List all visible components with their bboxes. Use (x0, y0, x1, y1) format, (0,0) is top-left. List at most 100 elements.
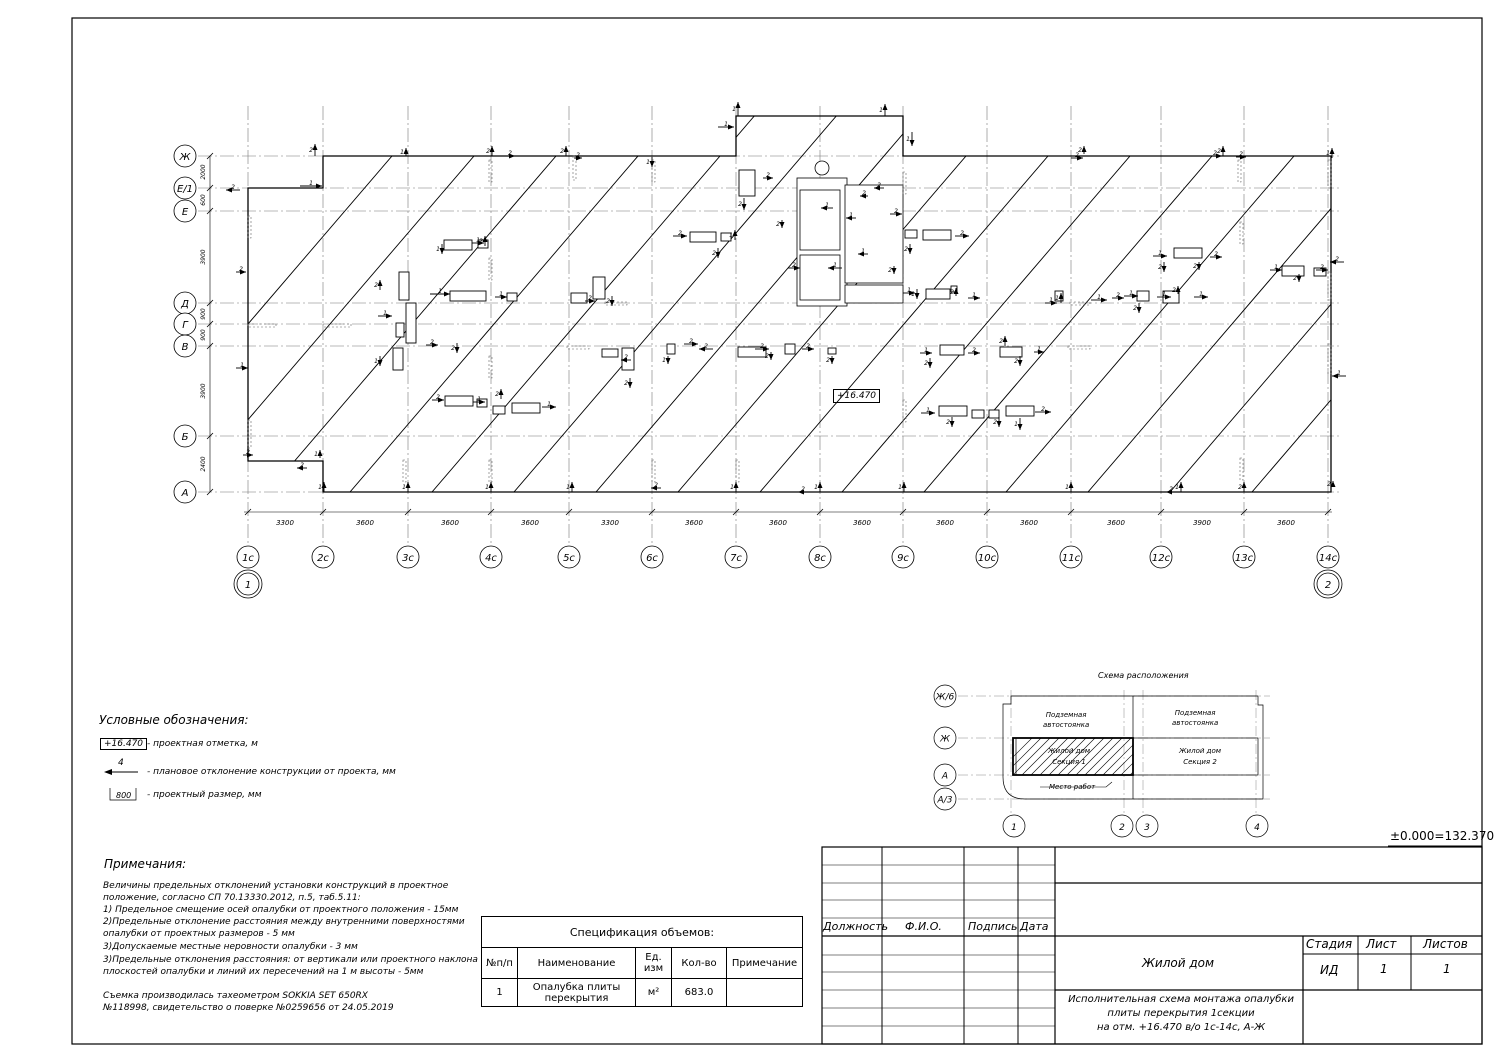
legend-elevation-text: - проектная отметка, м (147, 739, 258, 749)
deviation-value: 1 (825, 202, 829, 209)
sheets-label: Листов (1423, 937, 1468, 951)
wall-element (720, 232, 732, 242)
deviation-arrow-head (1241, 482, 1247, 488)
deviation-arrow-head (1216, 254, 1222, 260)
deviation-value: 1 (1162, 291, 1166, 298)
wall-element (449, 290, 487, 302)
scheme-parking-1-line1: Подземная (1045, 711, 1087, 719)
scheme-parking-1: Подземная автостоянка (1043, 710, 1089, 730)
row-axis-label: Б (182, 432, 189, 443)
hatch-line (1392, 100, 1500, 520)
hatch-line (489, 116, 851, 492)
elevation-tag: +16.470 (833, 389, 881, 403)
wall-element (506, 292, 518, 302)
deviation-arrow-head (963, 233, 969, 239)
deviation-value: 2 (806, 343, 810, 350)
form-stub (1239, 457, 1244, 481)
wall-element (1005, 405, 1035, 417)
column-axis-label: 3с (402, 553, 414, 564)
deviation-arrow-head (681, 233, 687, 239)
deviation-arrow-head (1329, 148, 1335, 154)
object-name: Жилой дом (1142, 956, 1215, 970)
deviation-arrow-head (226, 187, 232, 193)
deviation-value: 2 (1320, 264, 1324, 271)
wall-element (443, 239, 473, 251)
deviation-value: 2 (1327, 481, 1331, 488)
form-stub (1327, 159, 1332, 189)
deviation-value: 1 (374, 358, 378, 365)
scheme-work-place: Место работ (1049, 783, 1096, 791)
deviation-arrow-head (767, 175, 773, 181)
deviation-value: 2 (1214, 251, 1218, 258)
scheme-row-label: Ж/6 (935, 693, 955, 703)
form-stub (566, 345, 590, 350)
spec-header: Наименование (517, 947, 636, 979)
wall-element (784, 343, 796, 355)
deviation-arrow-head (1330, 259, 1336, 265)
deviation-value: 1 (1129, 290, 1133, 297)
deviation-value: 2 (300, 462, 304, 469)
deviation-value: 1 (646, 159, 650, 166)
table-row: 1 Опалубка плиты перекрытия м² 683.0 (481, 978, 803, 1007)
deviation-arrow-head (846, 215, 852, 221)
deviation-arrow-head (808, 346, 814, 352)
deviation-arrow-head (377, 280, 383, 286)
deviation-value: 2 (1238, 484, 1242, 491)
scheme-hatch-line (1039, 738, 1078, 775)
deviation-value: 2 (993, 419, 997, 426)
legend-deviation-text: - плановое отклонение конструкции от про… (147, 767, 396, 777)
deviation-arrow-head (489, 146, 495, 152)
form-stub (1327, 343, 1332, 375)
deviation-value: 1 (729, 232, 733, 239)
deviation-arrow-head (1045, 409, 1051, 415)
row-spacing-label: 3900 (200, 383, 207, 398)
deviation-value: 2 (1239, 151, 1243, 158)
deviation-value: 2 (1133, 305, 1137, 312)
column-spacing-label: 3300 (276, 519, 294, 527)
deviation-value: 2 (1078, 147, 1082, 154)
notes-line: Величины предельных отклонений установки… (103, 881, 449, 891)
column-axis-bubble (808, 545, 832, 569)
core-opening (844, 284, 904, 304)
hatch-line (735, 116, 1097, 492)
deviation-arrow-head (242, 365, 248, 371)
deviation-value: 2 (888, 267, 892, 274)
drawing-title-line1: Исполнительная схема монтажа опалубки (1068, 994, 1294, 1005)
deviation-value: 1 (879, 107, 883, 114)
form-stub (488, 355, 493, 379)
deviation-value: 2 (1193, 263, 1197, 270)
column-axis-label: 2с (317, 553, 329, 564)
dimension-tick (487, 508, 495, 516)
deviation-arrow-head (907, 248, 913, 254)
deviation-value: 2 (894, 208, 898, 215)
column-axis-label: 1с (242, 553, 254, 564)
deviation-value: 2 (508, 150, 512, 157)
dimension-tick (1240, 508, 1248, 516)
wall-element (939, 344, 965, 356)
wall-element (666, 343, 676, 355)
column-spacing-label: 3600 (1277, 519, 1295, 527)
wall-stub (398, 271, 410, 301)
deviation-arrow-head (498, 389, 504, 395)
wall-element (950, 285, 958, 293)
deviation-arrow-head (829, 358, 835, 364)
deviation-value: 2 (877, 182, 881, 189)
wall-stub (592, 276, 606, 300)
deviation-arrow-head (896, 211, 902, 217)
row-spacing-label: 600 (200, 194, 207, 206)
deviation-arrow-head (444, 291, 450, 297)
hatch-line (407, 116, 769, 492)
deviation-arrow-head (996, 421, 1002, 427)
deviation-arrow-head (377, 360, 383, 366)
column-axis-bubble (236, 545, 260, 569)
deviation-arrow-head (479, 399, 485, 405)
stage-value: ИД (1320, 963, 1339, 977)
deviation-arrow-head (312, 144, 318, 150)
scheme-row-bubble (933, 726, 957, 750)
scheme-hatch-line (1111, 753, 1133, 775)
scheme-parking-2-line2: автостоянка (1172, 719, 1219, 727)
column-axis-bubble (640, 545, 664, 569)
deviation-arrow-head (768, 354, 774, 360)
deviation-arrow-head (1166, 489, 1172, 495)
form-stub (1237, 159, 1242, 183)
